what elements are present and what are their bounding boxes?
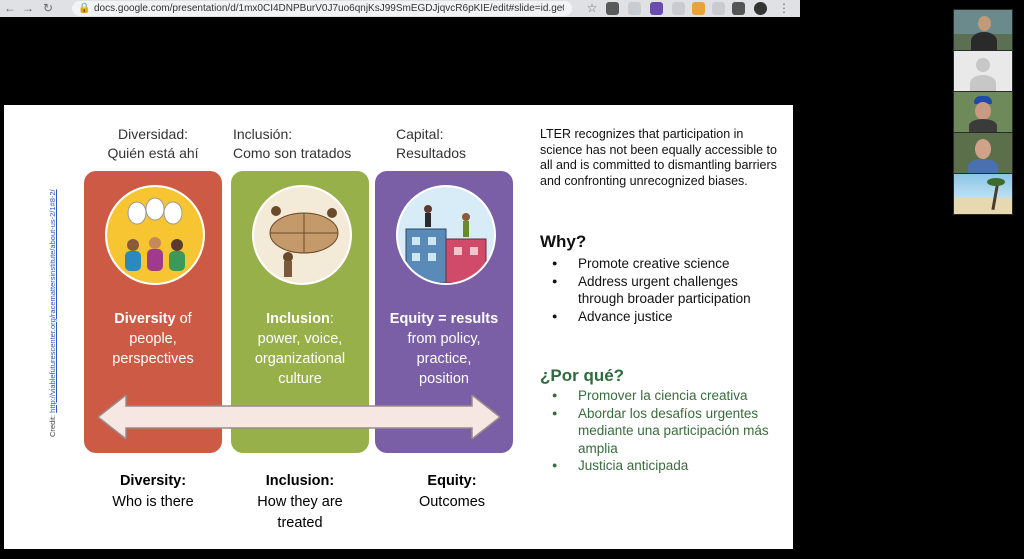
url-text[interactable]: docs.google.com/presentation/d/1mx0CI4DN… [94, 3, 564, 14]
presentation-slide: Diversidad:Quién está ahí Inclusión:Como… [4, 105, 793, 549]
extension-icon[interactable] [692, 2, 705, 15]
equity-label: Equity:Outcomes [418, 473, 486, 510]
puzzle-icon[interactable] [732, 2, 745, 15]
participant-video[interactable] [953, 9, 1013, 51]
palm-tree-icon [987, 178, 1005, 186]
list-item: Promote creative science [540, 255, 780, 273]
porque-list: Promover la ciencia creativa Abordar los… [540, 387, 780, 475]
extension-icon[interactable] [650, 2, 663, 15]
extension-icon[interactable] [628, 2, 641, 15]
back-arrow-icon[interactable]: ← [4, 1, 16, 15]
lock-icon: 🔒 [78, 3, 91, 14]
participant-face [978, 16, 991, 31]
list-item: Promover la ciencia creativa [540, 387, 780, 405]
credit-text: Credit: http://viablefuturescenter.org/r… [48, 189, 57, 437]
avatar-icon[interactable] [754, 2, 767, 15]
participant-video[interactable] [953, 91, 1013, 133]
credit-link[interactable]: http://viablefuturescenter.org/racematte… [48, 189, 57, 413]
cap-icon [974, 96, 992, 104]
list-item: Abordar los desafíos urgentes mediante u… [540, 405, 780, 458]
double-arrow-icon [98, 395, 500, 439]
list-item: Advance justice [540, 308, 780, 326]
extension-icon[interactable] [672, 2, 685, 15]
list-item: Address urgent challenges through broade… [540, 273, 780, 308]
why-list: Promote creative science Address urgent … [540, 255, 780, 325]
participant-video[interactable] [953, 132, 1013, 174]
column-heading-diversidad: Diversidad:Quién está ahí [107, 126, 199, 161]
menu-dots-icon[interactable]: ⋮ [778, 1, 790, 15]
extension-icon[interactable] [606, 2, 619, 15]
participant-video[interactable] [953, 50, 1013, 92]
porque-heading: ¿Por qué? [540, 366, 625, 385]
diversity-label: Diversity:Who is there [112, 473, 194, 510]
diversity-card-text: Diversity of people, perspectives [112, 311, 194, 367]
forward-arrow-icon[interactable]: → [22, 1, 34, 15]
equity-card-text: Equity = results from policy, practice, … [389, 311, 499, 387]
buildings-people-illustration [396, 185, 496, 285]
lightbulb-people-illustration [105, 185, 205, 285]
address-bar[interactable]: 🔒 docs.google.com/presentation/d/1mx0CI4… [72, 1, 572, 16]
list-item: Justicia anticipada [540, 457, 780, 475]
reload-icon[interactable]: ↻ [42, 1, 54, 15]
intro-paragraph: LTER recognizes that participation in sc… [540, 127, 777, 188]
participant-video[interactable] [953, 173, 1013, 215]
column-heading-inclusion: Inclusión:Como son tratados [233, 126, 352, 161]
browser-toolbar: ← → ↻ 🔒 docs.google.com/presentation/d/1… [0, 0, 800, 17]
extension-icon[interactable] [712, 2, 725, 15]
puzzle-people-illustration [252, 185, 352, 285]
user-icon [976, 58, 990, 72]
column-heading-capital: Capital:Resultados [396, 126, 467, 161]
why-heading: Why? [540, 232, 587, 251]
bookmark-star-icon[interactable]: ☆ [586, 1, 598, 15]
inclusion-card-text: Inclusion: power, voice, organizational … [254, 311, 346, 387]
